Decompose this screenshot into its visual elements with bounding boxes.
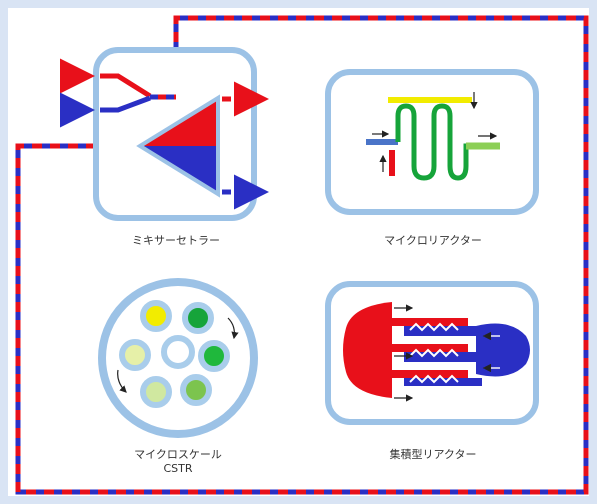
label-microreactor: マイクロリアクター (384, 234, 482, 247)
microscale-cstr-icon (98, 278, 258, 438)
microreactor-icon (325, 69, 539, 215)
label-microscale-cstr-line1: マイクロスケール (134, 448, 222, 461)
mixer-settler-icon (60, 47, 269, 221)
label-mixer-settler: ミキサーセトラー (132, 234, 220, 247)
label-integrated-reactor: 集積型リアクター (389, 448, 477, 461)
integrated-reactor-icon (325, 281, 539, 425)
label-microscale-cstr-line2: CSTR (163, 462, 193, 475)
recycle-loop (15, 15, 589, 495)
